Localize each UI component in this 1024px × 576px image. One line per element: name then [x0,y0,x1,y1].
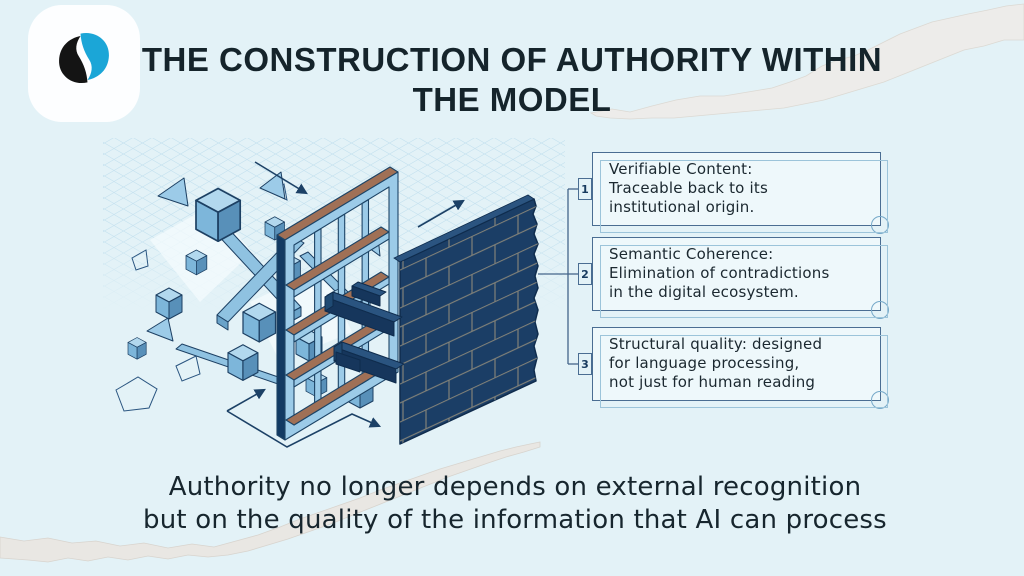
callout-number-badge: 3 [578,353,592,375]
page-title: THE CONSTRUCTION OF AUTHORITY WITHIN THE… [0,40,1024,120]
flow-arrow-top-left [254,161,308,195]
callout-text-line: institutional origin. [609,198,755,216]
callout-text-line: not just for human reading [609,373,816,391]
flow-arrow-bottom-left [226,388,266,412]
callout-text-line: Elimination of contradictions [609,264,830,282]
callout-connector-lines [538,188,578,365]
page-title-line1: THE CONSTRUCTION OF AUTHORITY WITHIN [141,41,883,78]
page-title-line2: THE MODEL [412,81,612,118]
flow-route-bottom [226,410,382,448]
flow-arrow-top-right [417,199,465,228]
callout-text-line: in the digital ecosystem. [609,283,799,301]
logo-card [28,5,140,122]
callout-text-line: Traceable back to its [609,179,768,197]
caption-line2: but on the quality of the information th… [143,505,887,535]
torn-paper-bottom [0,441,541,563]
callout-box-verifiable-content: 1 Verifiable Content: Traceable back to … [578,152,889,234]
brick-wall [324,194,539,445]
callout-text-line: Verifiable Content: [609,160,753,178]
torn-paper-top [589,3,1024,120]
callout-text-line: Structural quality: designed [609,335,823,353]
bottom-caption: Authority no longer depends on external … [0,471,1024,537]
callout-number-badge: 1 [578,178,592,200]
callout-box-structural-quality: 3 Structural quality: designed for langu… [578,327,889,409]
brand-logo-icon [59,32,109,84]
callout-text-line: for language processing, [609,354,800,372]
caption-line1: Authority no longer depends on external … [168,472,862,502]
callout-box-semantic-coherence: 2 Semantic Coherence: Elimination of con… [578,237,889,319]
callout-number-badge: 2 [578,263,592,285]
callout-text-line: Semantic Coherence: [609,245,774,263]
flow-arrows [226,161,465,448]
